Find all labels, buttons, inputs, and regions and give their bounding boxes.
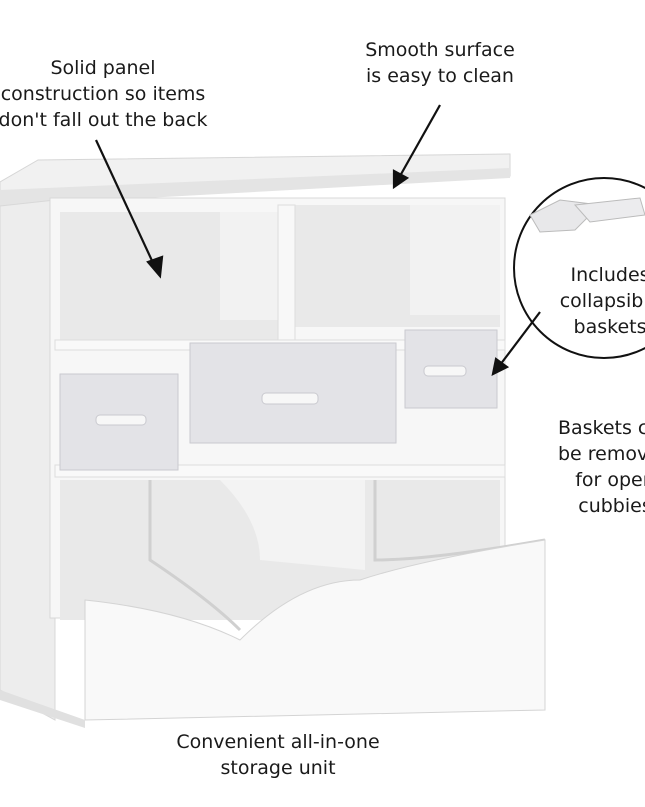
basket-right — [404, 329, 498, 409]
callout-storage: Convenient all-in-one storage unit — [158, 729, 398, 781]
callout-line: Convenient all-in-one — [176, 731, 380, 753]
arrow-head-back-panel — [146, 255, 164, 279]
arrow-baskets — [499, 311, 541, 366]
callout-baskets-included: Includes collapsible baskets — [545, 262, 645, 340]
callout-line: Solid panel — [50, 57, 156, 79]
basket-center — [189, 342, 397, 444]
arrow-surface — [399, 104, 441, 177]
callout-line: storage unit — [220, 757, 336, 779]
basket-left — [59, 373, 179, 471]
callout-arrows — [95, 104, 541, 376]
callout-line: baskets — [573, 316, 645, 338]
callout-line: collapsible — [559, 290, 645, 312]
callout-line: cubbies — [578, 495, 645, 517]
callout-line: Includes — [570, 264, 645, 286]
callout-line: Smooth surface — [365, 39, 515, 61]
arrow-head-baskets — [491, 357, 510, 376]
baskets-inset-circle — [513, 177, 645, 359]
callout-line: don't fall out the back — [0, 109, 208, 131]
callout-line: be removed — [558, 443, 645, 465]
arrow-head-surface — [392, 169, 410, 190]
callout-line: Baskets can — [557, 417, 645, 439]
storage-unit — [0, 153, 546, 728]
callout-removable: Baskets can be removed for open cubbies — [550, 415, 645, 519]
callout-line: construction so items — [0, 83, 206, 105]
callout-line: for open — [575, 469, 645, 491]
callout-line: is easy to clean — [366, 65, 514, 87]
arrow-back-panel — [95, 139, 155, 266]
callout-surface: Smooth surface is easy to clean — [340, 37, 540, 89]
callout-back-panel: Solid panel construction so items don't … — [0, 55, 223, 133]
